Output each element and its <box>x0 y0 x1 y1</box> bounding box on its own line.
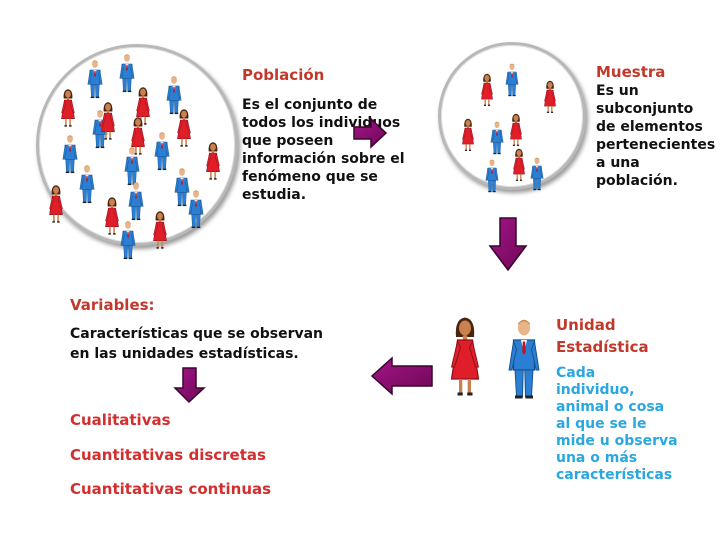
woman-figure-icon <box>136 87 150 125</box>
woman-figure-icon <box>131 117 145 155</box>
woman-figure-icon <box>510 113 522 146</box>
arrow-icon-left <box>370 356 433 396</box>
man-figure-icon <box>490 121 504 155</box>
unidad-description: Cada individuo, animal o cosa al que se … <box>556 365 696 484</box>
man-figure-icon <box>174 168 190 207</box>
variable-type-cualitativas: Cualitativas <box>70 411 171 429</box>
man-figure-icon <box>154 132 170 171</box>
arrow-icon-down-small <box>173 367 206 404</box>
poblacion-line: estudia. <box>242 187 307 203</box>
muestra-line: a una <box>596 155 640 171</box>
muestra-line: población. <box>596 173 678 189</box>
muestra-line: pertenecientes <box>596 137 716 153</box>
poblacion-line: información sobre el <box>242 151 405 167</box>
woman-figure-icon <box>513 148 525 181</box>
man-figure-icon <box>530 157 544 191</box>
man-figure-icon <box>119 54 135 93</box>
man-figure-icon <box>485 159 499 193</box>
woman-figure-icon <box>481 73 493 106</box>
muestra-line: de elementos <box>596 119 703 135</box>
variable-type-discretas: Cuantitativas discretas <box>70 446 266 464</box>
man-figure-icon <box>87 60 103 99</box>
variables-line: Características que se observan <box>70 326 324 342</box>
woman-figure-icon <box>450 317 480 396</box>
variable-type-continuas: Cuantitativas continuas <box>70 480 272 498</box>
variables-line: en las unidades estadísticas. <box>70 346 299 362</box>
man-figure-icon <box>62 135 78 174</box>
man-figure-icon <box>120 221 136 260</box>
unidad-line: características <box>556 467 673 483</box>
woman-figure-icon <box>105 197 119 235</box>
unidad-line: al que se le <box>556 416 647 432</box>
woman-figure-icon <box>61 89 75 127</box>
muestra-line: subconjunto <box>596 101 694 117</box>
poblacion-title: Población <box>242 66 325 84</box>
unidad-line: una o más <box>556 450 638 466</box>
unidad-title: Unidad Estadística <box>556 314 649 358</box>
muestra-title: Muestra <box>596 63 666 81</box>
variables-title: Variables: <box>70 296 155 314</box>
man-figure-icon <box>128 182 144 221</box>
woman-figure-icon <box>153 211 167 249</box>
woman-figure-icon <box>462 118 474 151</box>
woman-figure-icon <box>101 102 115 140</box>
unidad-line: individuo, <box>556 382 635 398</box>
woman-figure-icon <box>177 109 191 147</box>
unidad-title-line: Estadística <box>556 338 649 356</box>
unidad-line: Cada <box>556 365 596 381</box>
man-figure-icon <box>188 190 204 229</box>
man-figure-icon <box>508 319 540 399</box>
poblacion-line: fenómeno que se <box>242 169 378 185</box>
unidad-line: animal o cosa <box>556 399 665 415</box>
poblacion-line: que poseen <box>242 133 334 149</box>
unidad-title-line: Unidad <box>556 316 616 334</box>
woman-figure-icon <box>206 142 220 180</box>
poblacion-line: Es el conjunto de <box>242 97 378 113</box>
man-figure-icon <box>166 76 182 115</box>
arrow-icon-right <box>353 117 388 149</box>
man-figure-icon <box>124 147 140 186</box>
muestra-line: Es un <box>596 83 639 99</box>
man-figure-icon <box>79 165 95 204</box>
woman-figure-icon <box>544 80 556 113</box>
unidad-line: mide u observa <box>556 433 678 449</box>
man-figure-icon <box>505 63 519 97</box>
muestra-description: Es un subconjunto de elementos perteneci… <box>596 82 728 190</box>
woman-figure-icon <box>49 185 63 223</box>
arrow-icon-down <box>488 217 528 272</box>
variables-description: Características que se observan en las u… <box>70 324 360 364</box>
